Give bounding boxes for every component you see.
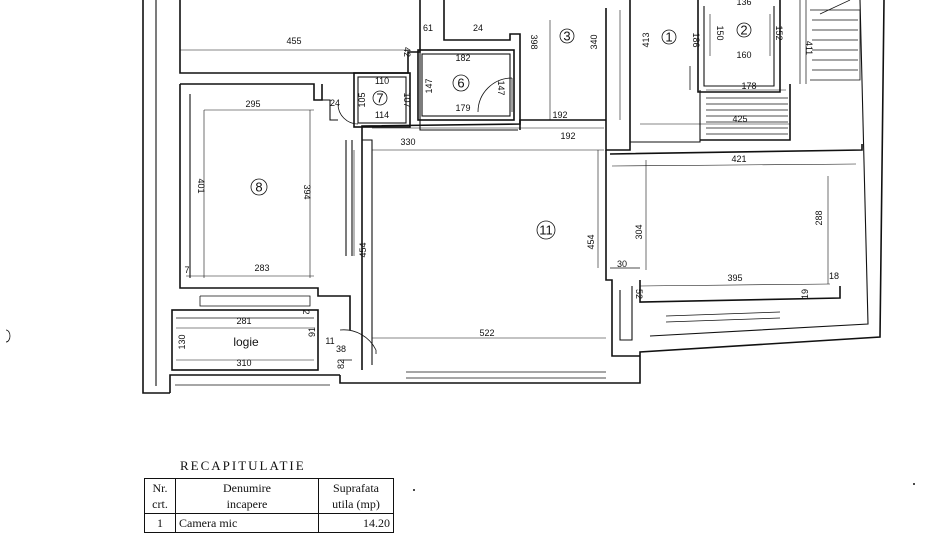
dim-398: 398 — [529, 34, 539, 49]
dim-192-b: 192 — [560, 131, 575, 141]
dim-107: 107 — [402, 92, 412, 107]
dimension-texts: 455 61 24 398 340 413 186 136 150 152 16… — [177, 0, 839, 369]
dim-114: 114 — [375, 110, 389, 120]
dim-52: 52 — [634, 289, 644, 299]
header-nr: Nr. crt. — [144, 478, 176, 514]
dim-91: 91 — [307, 327, 317, 337]
header-area: Suprafata utila (mp) — [318, 478, 394, 514]
dim-340: 340 — [589, 34, 599, 49]
row-name: Camera mic — [175, 513, 319, 533]
stray-marks — [5, 329, 915, 491]
row-area: 14.20 — [318, 513, 394, 533]
room-3-label: 3 — [563, 29, 570, 44]
small-rooms — [337, 49, 515, 128]
dim-310: 310 — [236, 358, 251, 368]
room-11-walls — [199, 119, 841, 370]
recap-table: Nr. crt. Denumire incapere Suprafata uti… — [144, 478, 394, 533]
dim-455: 455 — [286, 36, 301, 46]
dim-401: 401 — [196, 178, 206, 193]
room-6-label: 6 — [457, 76, 464, 91]
dim-136: 136 — [736, 0, 751, 7]
dim-147-left: 147 — [424, 78, 434, 93]
dim-192-a: 192 — [552, 110, 567, 120]
dim-295: 295 — [245, 99, 260, 109]
dim-281: 281 — [236, 316, 251, 326]
dim-179: 179 — [455, 103, 470, 113]
dim-42: 42 — [402, 47, 412, 57]
recap-header-row: Nr. crt. Denumire incapere Suprafata uti… — [144, 478, 394, 514]
header-name: Denumire incapere — [175, 478, 319, 514]
dim-30: 30 — [617, 259, 627, 269]
recap-title: RECAPITULATIE — [180, 458, 306, 473]
dim-304: 304 — [634, 224, 644, 239]
dimension-lines — [176, 10, 857, 361]
room-3-circle — [559, 28, 575, 44]
room-7-circle — [372, 90, 388, 106]
dim-522: 522 — [479, 328, 494, 338]
dim-413: 413 — [641, 32, 651, 47]
dim-18: 18 — [829, 271, 839, 281]
dim-19: 19 — [800, 289, 810, 299]
dim-182: 182 — [455, 53, 470, 63]
dim-395: 395 — [727, 273, 742, 283]
dim-2: 2 — [301, 309, 311, 314]
dim-150: 150 — [715, 25, 725, 40]
room-8-circle — [250, 178, 268, 196]
dim-7: 7 — [184, 265, 189, 275]
upper-walls — [179, 0, 863, 155]
dim-186: 186 — [691, 32, 701, 47]
dim-110: 110 — [375, 76, 389, 86]
room-labels: 3 1 2 6 7 8 11 logie — [233, 22, 752, 349]
room-7-label: 7 — [376, 91, 383, 106]
dim-38: 38 — [336, 344, 346, 354]
dim-82: 82 — [336, 359, 346, 369]
dim-330: 330 — [400, 137, 415, 147]
logie-walls — [171, 309, 377, 371]
room-6-circle — [452, 74, 470, 92]
dim-421: 421 — [731, 154, 746, 164]
room-11-circle — [536, 220, 556, 240]
dim-454-left: 454 — [358, 242, 368, 257]
room-1-label: 1 — [665, 30, 672, 45]
dim-147-right: 147 — [496, 80, 506, 95]
dim-283: 283 — [254, 263, 269, 273]
dim-288: 288 — [814, 210, 824, 225]
dim-130: 130 — [177, 334, 187, 349]
dim-425: 425 — [732, 114, 747, 124]
dim-394: 394 — [302, 184, 312, 199]
room-2-circle — [736, 22, 752, 38]
room-11-label: 11 — [539, 223, 553, 238]
room-8-label: 8 — [255, 180, 262, 195]
dim-160: 160 — [736, 50, 751, 60]
row-nr: 1 — [144, 513, 176, 533]
dim-61: 61 — [423, 23, 433, 33]
dim-105: 105 — [357, 92, 367, 107]
dim-178: 178 — [741, 81, 756, 91]
dim-24-top: 24 — [473, 23, 483, 33]
dim-454-right: 454 — [586, 234, 596, 249]
table-row: 1 Camera mic 14.20 — [144, 513, 394, 533]
dim-11: 11 — [325, 336, 334, 346]
dim-152: 152 — [774, 25, 784, 40]
room-8-walls — [179, 83, 353, 330]
room-2-label: 2 — [740, 23, 747, 38]
staircase — [706, 0, 858, 135]
logie-label: logie — [233, 335, 259, 349]
exterior-walls — [142, 0, 885, 394]
room-1-circle — [661, 29, 677, 45]
dim-24-mid: 24 — [330, 98, 340, 108]
dim-411: 411 — [804, 41, 814, 55]
